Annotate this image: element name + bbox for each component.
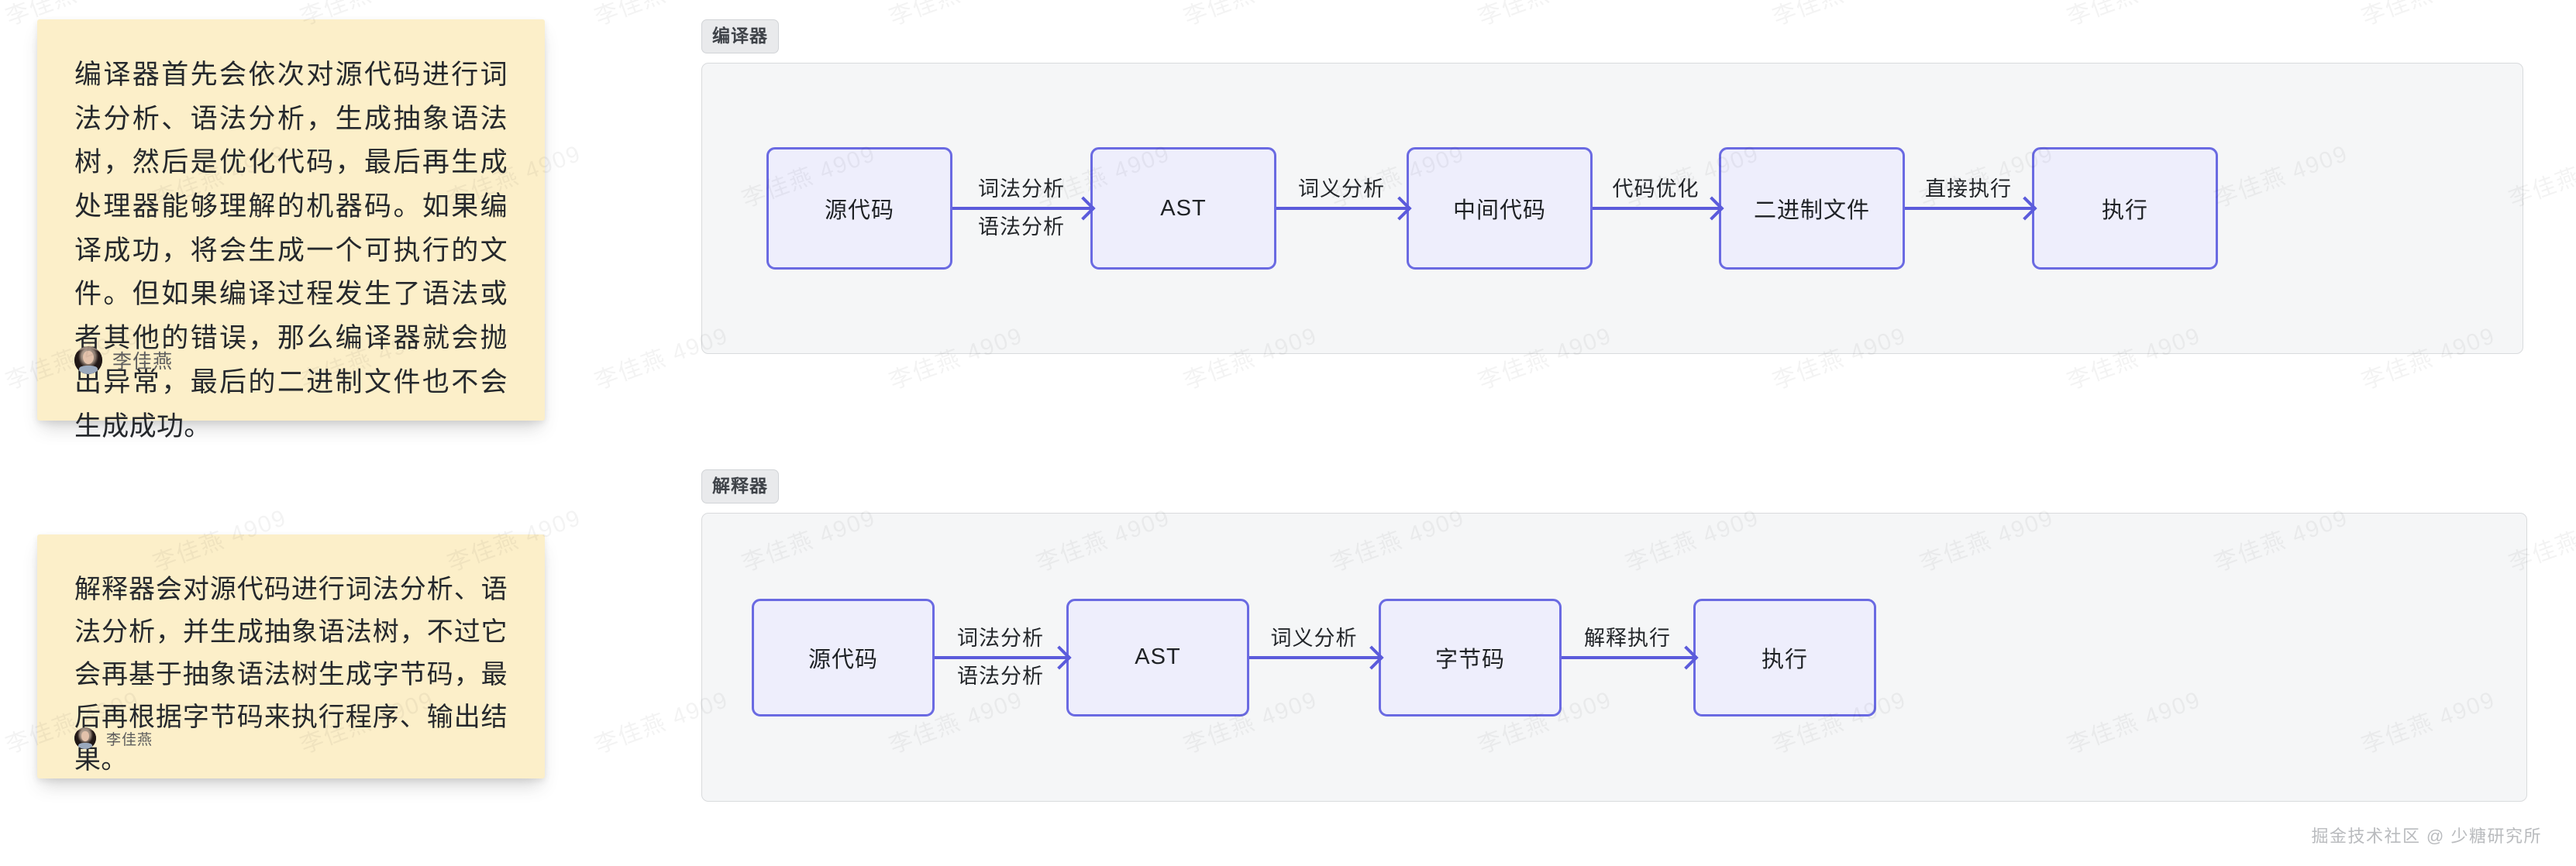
author-name: 李佳燕 [106,731,153,748]
avatar [74,727,96,749]
arrow-icon [1276,207,1407,210]
diagram-panel-interpreter: 源代码 词法分析 语法分析 AST 词义分析 字节码 解释执行 [701,513,2527,802]
edge-interpret-execute: 解释执行 [1562,626,1693,687]
arrow-icon [952,207,1090,210]
edge-semantic-analysis: 词义分析 [1276,179,1407,238]
edge-label-top: 词法分析 [978,177,1065,201]
edge-lexical-syntax-analysis: 词法分析 语法分析 [935,626,1066,688]
arrow-icon [1562,655,1693,659]
quote-text: 编译器首先会依次对源代码进行词法分析、语法分析，生成抽象语法树，然后是优化代码，… [74,60,508,442]
node-ast: AST [1066,598,1249,717]
footer-credit: 掘金技术社区 @ 少糖研究所 [2311,826,2542,846]
arrow-icon [1593,207,1719,210]
section-interpreter: 解释器 源代码 词法分析 语法分析 AST 词义分析 字节码 解释执行 [701,469,2527,802]
edge-label-top: 解释执行 [1584,626,1671,650]
edge-label-top: 代码优化 [1612,177,1700,201]
node-source-code: 源代码 [752,598,935,717]
edge-label-top: 词法分析 [957,626,1044,650]
edge-label-top: 词义分析 [1298,177,1385,201]
flow-interpreter: 源代码 词法分析 语法分析 AST 词义分析 字节码 解释执行 [702,598,2526,717]
quote-author-row: 李佳燕 [74,727,153,749]
quote-author-row: 李佳燕 [74,346,173,374]
edge-label-top: 直接执行 [1925,177,2012,201]
node-source-code: 源代码 [766,147,952,270]
quote-card-compiler: 编译器首先会依次对源代码进行词法分析、语法分析，生成抽象语法树，然后是优化代码，… [37,19,545,442]
edge-label-top: 词义分析 [1270,626,1358,650]
section-compiler: 编译器 源代码 词法分析 语法分析 AST 词义分析 中间代码 代码优化 [701,19,2523,354]
node-binary-file: 二进制文件 [1719,147,1905,270]
node-bytecode: 字节码 [1379,598,1562,717]
node-execute: 执行 [2032,147,2218,270]
node-intermediate-code: 中间代码 [1407,147,1593,270]
node-execute: 执行 [1693,598,1876,717]
author-name: 李佳燕 [112,351,174,373]
edge-direct-execution: 直接执行 [1905,179,2032,238]
diagram-panel-compiler: 源代码 词法分析 语法分析 AST 词义分析 中间代码 代码优化 [701,63,2523,354]
edge-lexical-syntax-analysis: 词法分析 语法分析 [952,179,1090,238]
section-badge-interpreter: 解释器 [701,469,779,503]
quote-text: 解释器会对源代码进行词法分析、语法分析，并生成抽象语法树，不过它会再基于抽象语法… [74,575,508,775]
section-badge-compiler: 编译器 [701,19,779,53]
arrow-icon [935,655,1066,659]
quote-card-interpreter: 解释器会对源代码进行词法分析、语法分析，并生成抽象语法树，不过它会再基于抽象语法… [37,534,545,778]
avatar [74,346,102,374]
edge-label-bottom: 语法分析 [978,215,1065,239]
flow-compiler: 源代码 词法分析 语法分析 AST 词义分析 中间代码 代码优化 [702,147,2523,270]
arrow-icon [1905,207,2032,210]
edge-label-bottom: 语法分析 [957,664,1044,688]
arrow-icon [1249,655,1379,659]
edge-code-optimization: 代码优化 [1593,179,1719,238]
edge-semantic-analysis: 词义分析 [1249,626,1379,687]
node-ast: AST [1090,147,1276,270]
